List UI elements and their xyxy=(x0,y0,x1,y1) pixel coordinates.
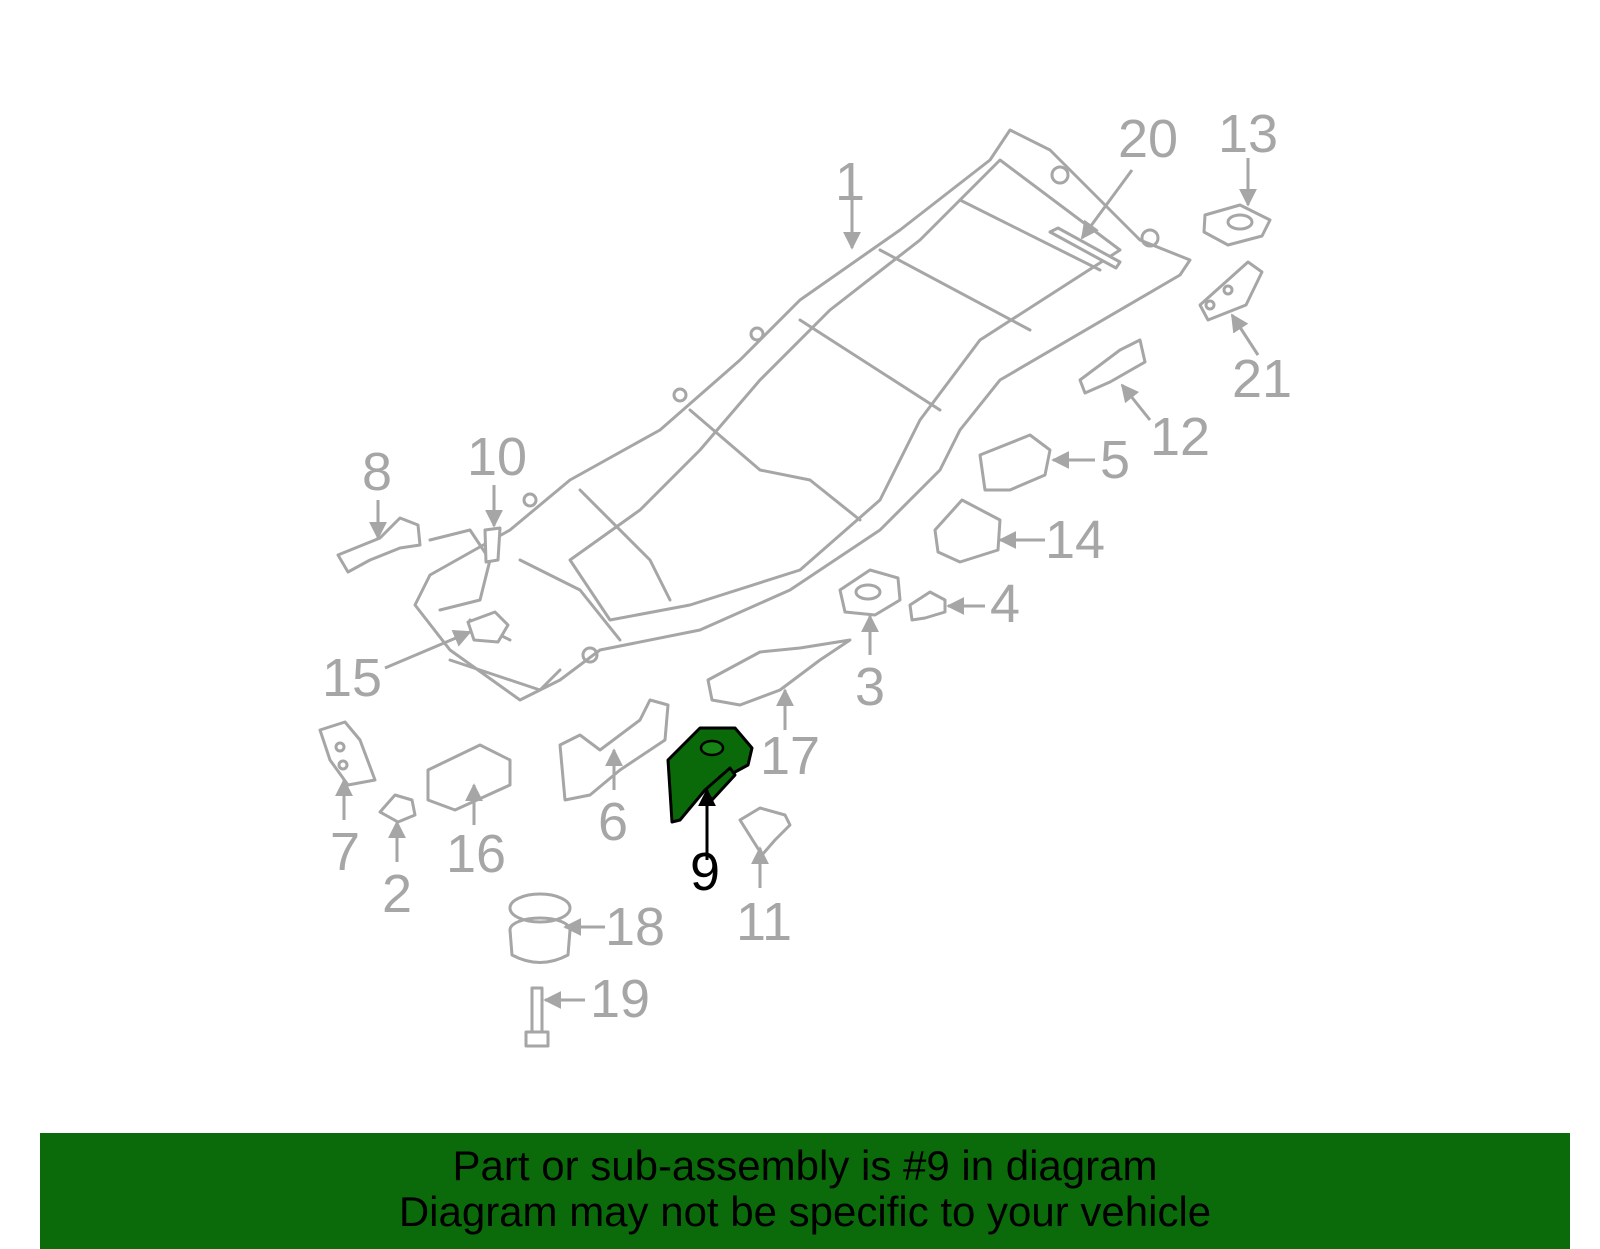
callout-labels: 1 2 3 4 5 6 7 8 9 10 11 12 13 14 15 16 1… xyxy=(322,104,1292,1029)
callout-8[interactable]: 8 xyxy=(362,442,392,502)
callout-14[interactable]: 14 xyxy=(1045,510,1105,570)
part-9-highlighted-mount[interactable] xyxy=(666,726,754,824)
callout-21[interactable]: 21 xyxy=(1232,349,1292,409)
callout-3[interactable]: 3 xyxy=(855,657,885,717)
callout-18[interactable]: 18 xyxy=(605,897,665,957)
part-11-bracket[interactable] xyxy=(738,806,792,857)
banner-line-part: Part or sub-assembly is #9 in diagram xyxy=(452,1142,1158,1189)
callout-10[interactable]: 10 xyxy=(467,427,527,487)
part-12-bracket[interactable] xyxy=(1078,338,1147,395)
part-14-bracket[interactable] xyxy=(933,498,1002,564)
banner-line-disclaimer: Diagram may not be specific to your vehi… xyxy=(398,1188,1212,1235)
callout-1[interactable]: 1 xyxy=(835,152,865,212)
part-3-mount[interactable] xyxy=(838,568,902,617)
part-15-bracket[interactable] xyxy=(466,610,510,644)
frame-assembly[interactable] xyxy=(413,128,1192,702)
part-18-bushing[interactable] xyxy=(508,892,572,964)
part-10-bracket[interactable] xyxy=(483,526,502,564)
part-5-bracket[interactable] xyxy=(978,433,1052,492)
part-20-bolt[interactable] xyxy=(1048,226,1122,270)
part-16-block[interactable] xyxy=(426,743,512,812)
callout-15[interactable]: 15 xyxy=(322,648,382,708)
leader-lines xyxy=(335,158,1260,1009)
part-7-plate[interactable] xyxy=(318,720,377,787)
callout-19[interactable]: 19 xyxy=(590,969,650,1029)
callout-13[interactable]: 13 xyxy=(1218,104,1278,164)
part-4-bracket[interactable] xyxy=(908,590,947,622)
part-2-bracket[interactable] xyxy=(378,793,417,824)
part-17-guard[interactable] xyxy=(706,638,852,707)
callout-17[interactable]: 17 xyxy=(760,726,820,786)
part-19-bolt[interactable] xyxy=(524,986,550,1048)
callout-4[interactable]: 4 xyxy=(990,574,1020,634)
callout-20[interactable]: 20 xyxy=(1118,109,1178,169)
callout-5[interactable]: 5 xyxy=(1100,430,1130,490)
callout-2[interactable]: 2 xyxy=(382,864,412,924)
callout-11[interactable]: 11 xyxy=(736,892,792,952)
part-13-bumper[interactable] xyxy=(1202,203,1272,247)
callout-6[interactable]: 6 xyxy=(598,792,628,852)
callout-7[interactable]: 7 xyxy=(330,822,360,882)
callout-16[interactable]: 16 xyxy=(446,824,506,884)
callout-9[interactable]: 9 xyxy=(690,842,720,902)
info-banner: Part or sub-assembly is #9 in diagram Di… xyxy=(40,1133,1570,1249)
callout-12[interactable]: 12 xyxy=(1150,407,1210,467)
